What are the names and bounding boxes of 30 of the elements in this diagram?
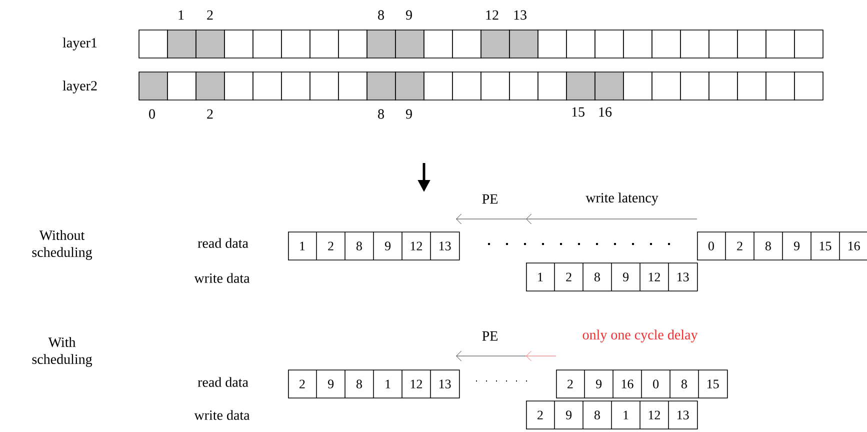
row-label: write data xyxy=(194,273,250,283)
cell-number: 0 xyxy=(149,109,155,119)
row-label: layer2 xyxy=(62,80,97,94)
cell-number: 8 xyxy=(378,109,384,119)
dimension-label: PE xyxy=(482,331,498,341)
cell-number: 12 xyxy=(486,10,498,20)
data-row: 0 2 8 9 15 16 xyxy=(697,232,867,260)
cell-number: 2 xyxy=(207,10,213,20)
data-row: 2 9 8 1 12 13 xyxy=(526,400,698,430)
cell-number: 2 xyxy=(207,109,213,119)
row-label: read data xyxy=(198,377,248,387)
data-row: 1 2 8 9 12 13 xyxy=(526,262,698,292)
data-row: 1 2 8 9 12 13 xyxy=(288,232,460,260)
row-label: read data xyxy=(198,238,248,248)
cell-number: 9 xyxy=(406,109,412,119)
cell-number: 16 xyxy=(599,107,612,117)
dimension-label: only one cycle delay xyxy=(582,330,698,342)
row-label: write data xyxy=(194,410,250,420)
data-row: 2 9 16 0 8 15 xyxy=(556,370,728,398)
cell-number: 9 xyxy=(406,10,412,20)
row-label: layer1 xyxy=(62,38,97,50)
data-row: 2 9 8 1 12 13 xyxy=(288,370,460,398)
section-heading: Without scheduling xyxy=(32,230,92,260)
dimension-label: PE xyxy=(482,194,498,204)
cell-number: 13 xyxy=(514,10,526,20)
cell-number: 8 xyxy=(378,10,384,20)
dimension-label: write latency xyxy=(586,192,658,206)
cell-number: 15 xyxy=(572,107,584,117)
cell-number: 1 xyxy=(178,10,184,20)
section-heading: With scheduling xyxy=(32,337,92,367)
